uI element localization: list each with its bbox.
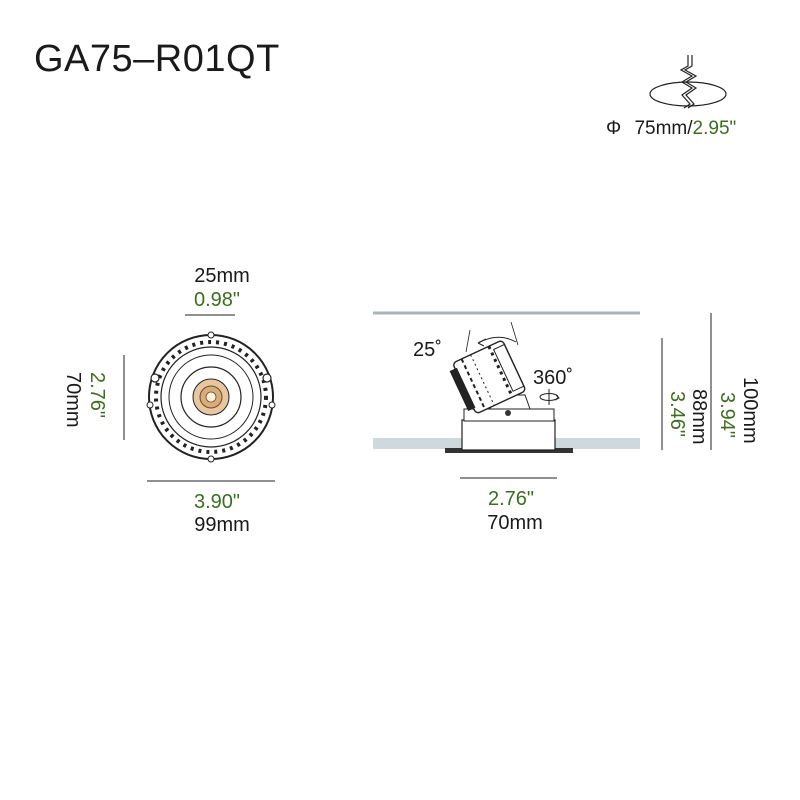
model-title: GA75–R01QT	[34, 38, 280, 80]
side-bottom-in: 2.76"	[487, 488, 535, 510]
rotation-angle: 360˚	[533, 367, 574, 389]
height-1-mm: 88mm	[688, 389, 710, 445]
cutout-inch: 2.95"	[692, 118, 737, 139]
front-left-in: 2.76"	[86, 372, 108, 419]
front-top-mm: 25mm	[194, 265, 250, 287]
tilt-angle: 25˚	[413, 339, 442, 361]
phi-symbol: Φ	[606, 118, 622, 139]
front-bottom-mm: 99mm	[194, 514, 250, 536]
height-1-in: 3.46"	[666, 391, 688, 438]
front-bottom-in: 3.90"	[193, 491, 241, 513]
height-2-mm: 100mm	[739, 377, 761, 444]
cutout-sep: /	[687, 118, 693, 139]
front-view	[123, 314, 276, 482]
cutout-hole-icon	[649, 55, 727, 109]
cutout-mm: 75mm	[634, 118, 688, 139]
height-2-in: 3.94"	[716, 392, 738, 439]
front-top-in: 0.98"	[193, 289, 241, 311]
side-bottom-mm: 70mm	[487, 512, 543, 534]
side-view	[373, 311, 712, 479]
cutout-dimension: Φ 75mm/2.95"	[606, 119, 736, 138]
front-left-mm: 70mm	[62, 372, 84, 428]
rotate-360-icon	[539, 389, 560, 405]
